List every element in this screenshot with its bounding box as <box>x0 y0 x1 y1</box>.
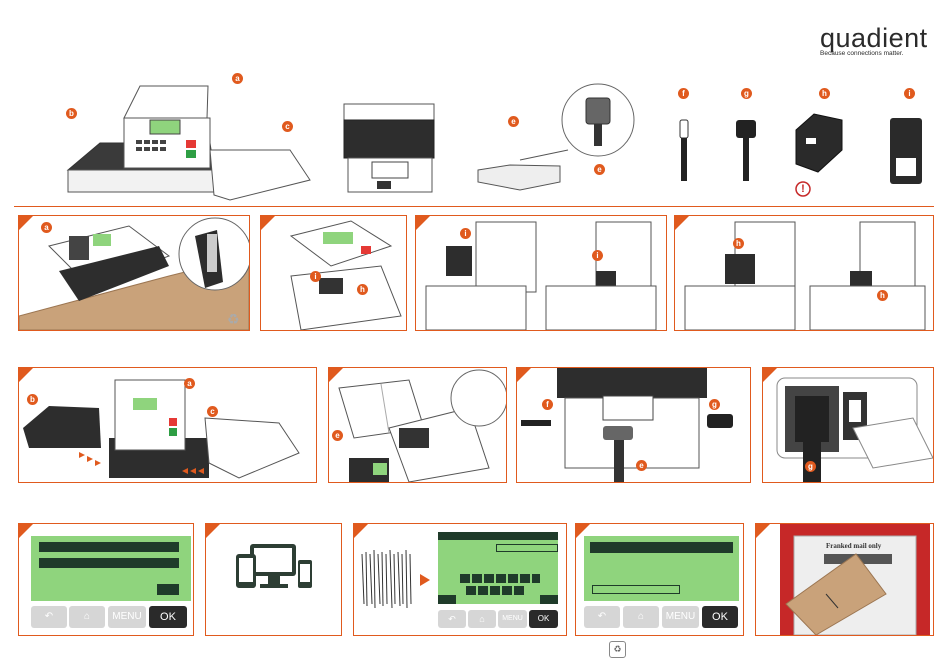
step-assemble-panel: a b c <box>18 367 317 483</box>
step-mailbox-panel: Franked mail only <box>755 523 934 636</box>
insert-illustration <box>261 216 406 330</box>
label-b: b <box>27 394 38 405</box>
step-keyboard-panel: ↶ ⌂ MENU OK <box>353 523 567 636</box>
back-button[interactable]: ↶ <box>584 606 620 628</box>
step-display-panel: ↶ ⌂ MENU OK <box>18 523 194 636</box>
label-i-2: i <box>592 250 603 261</box>
mailbox-illustration <box>756 524 933 635</box>
lcd-input-box <box>592 585 680 594</box>
label-e: e <box>636 460 647 471</box>
lcd-input-box <box>496 544 558 552</box>
menu-button[interactable]: MENU <box>498 610 527 628</box>
lcd-screen <box>31 536 191 601</box>
label-h: h <box>733 238 744 249</box>
home-button[interactable]: ⌂ <box>69 606 105 628</box>
home-button[interactable]: ⌂ <box>468 610 496 628</box>
assemble-illustration <box>19 368 316 482</box>
label-i: i <box>460 228 471 239</box>
back-button[interactable]: ↶ <box>438 610 466 628</box>
lcd-screen <box>584 536 739 601</box>
scale-illustration <box>329 368 506 482</box>
label-c: c <box>282 121 293 132</box>
cartridge-illustration <box>675 216 933 330</box>
step-cartridge-panel: h h <box>674 215 934 331</box>
label-a: a <box>232 73 243 84</box>
back-button[interactable]: ↶ <box>31 606 67 628</box>
cables-illustration <box>517 368 750 482</box>
step-unpack-panel: ♻ a <box>18 215 250 331</box>
ok-button[interactable]: OK <box>149 606 187 628</box>
label-i: i <box>904 88 915 99</box>
lcd-keyboard <box>460 574 540 598</box>
lcd-line <box>590 542 733 553</box>
lcd-line <box>39 558 179 568</box>
label-g: g <box>805 461 816 472</box>
section-divider <box>14 206 934 207</box>
warning-icon: ! <box>799 182 807 196</box>
step-cables-panel: f g e <box>516 367 751 483</box>
label-c: c <box>207 406 218 417</box>
step-ink-panel: i i <box>415 215 667 331</box>
devices-icon <box>206 524 341 635</box>
recycle-icon: ♻ <box>609 641 626 658</box>
lcd-line <box>438 532 558 540</box>
label-a: a <box>184 378 195 389</box>
label-e: e <box>332 430 343 441</box>
menu-button[interactable]: MENU <box>662 606 699 628</box>
label-b: b <box>66 108 77 119</box>
label-i: i <box>310 271 321 282</box>
components-illustration <box>0 0 950 200</box>
menu-button[interactable]: MENU <box>108 606 146 628</box>
lcd-softkey-left <box>438 595 456 604</box>
step-devices-panel <box>205 523 342 636</box>
label-h: h <box>357 284 368 295</box>
label-a: a <box>41 222 52 233</box>
step-power-panel: g <box>762 367 934 483</box>
unpack-illustration: ♻ <box>19 216 249 330</box>
svg-text:♻: ♻ <box>227 312 240 328</box>
step-scale-panel: e <box>328 367 507 483</box>
label-g: g <box>741 88 752 99</box>
label-h: h <box>819 88 830 99</box>
ink-illustration <box>416 216 666 330</box>
lcd-line <box>39 542 179 552</box>
home-button[interactable]: ⌂ <box>623 606 659 628</box>
lcd-softkey <box>157 584 179 595</box>
ok-button[interactable]: OK <box>529 610 558 628</box>
lcd-keyboard-screen <box>438 532 558 604</box>
mailbox-label: Franked mail only <box>826 542 881 550</box>
label-g: g <box>709 399 720 410</box>
ok-button[interactable]: OK <box>702 606 738 628</box>
label-f: f <box>542 399 553 410</box>
step-insert-panel: i h <box>260 215 407 331</box>
label-e: e <box>508 116 519 127</box>
lcd-softkey-right <box>540 595 558 604</box>
label-f: f <box>678 88 689 99</box>
power-illustration <box>763 368 933 482</box>
label-e-2: e <box>594 164 605 175</box>
step-confirm-panel: ↶ ⌂ MENU OK <box>575 523 744 636</box>
label-h-2: h <box>877 290 888 301</box>
